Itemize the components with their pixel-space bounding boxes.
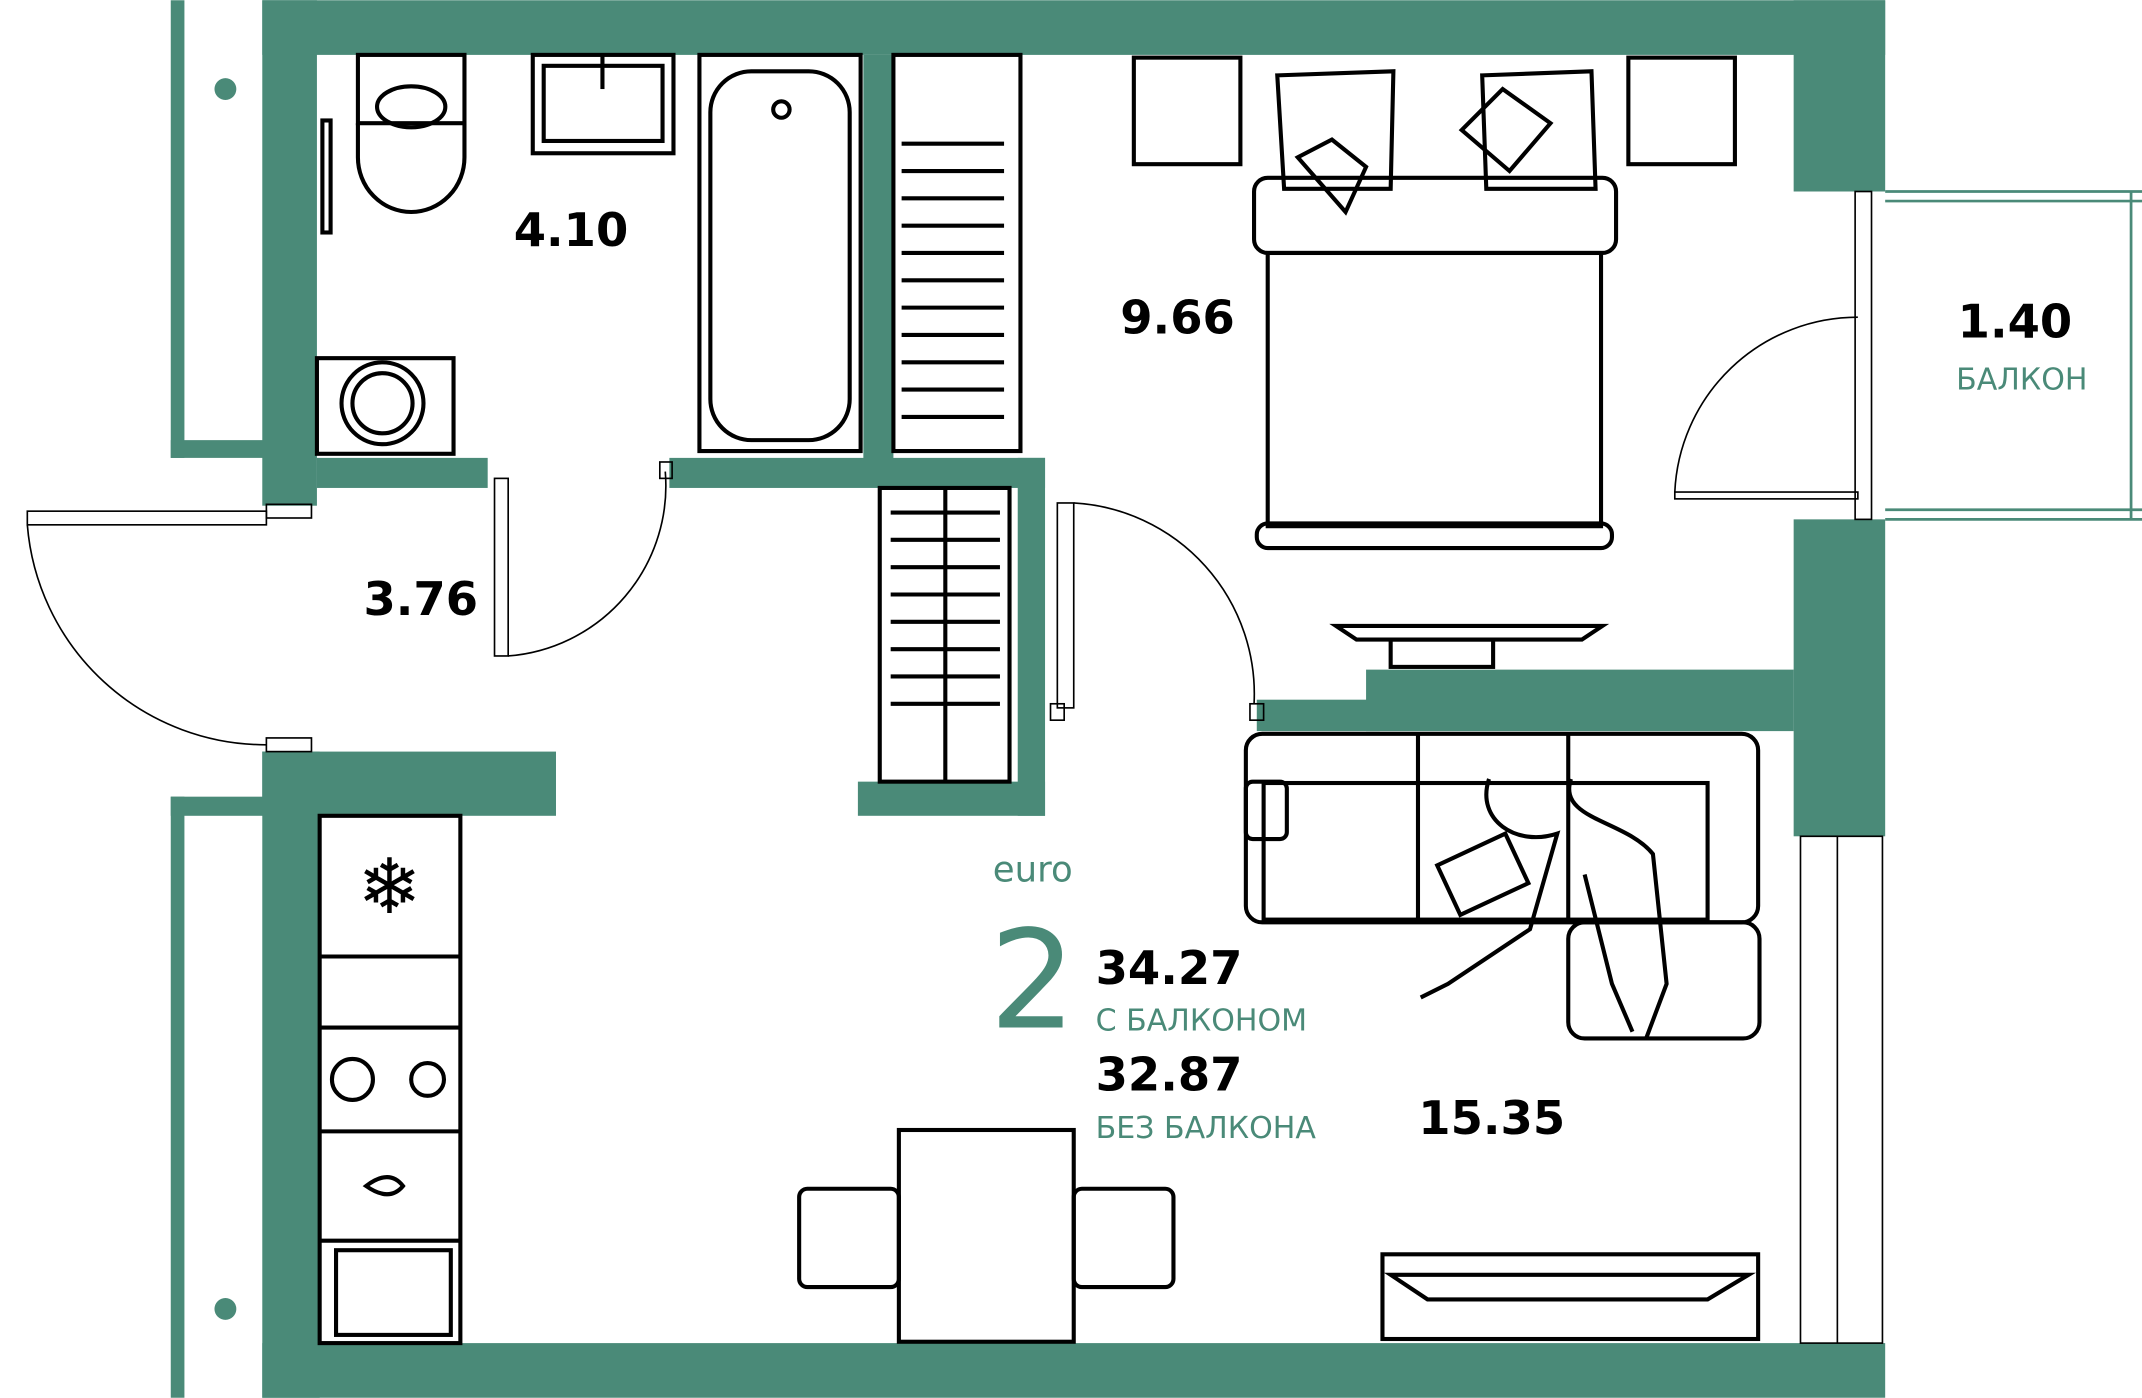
bathroom-fixtures — [314, 52, 863, 456]
snowflake-icon: ❄ — [357, 843, 421, 932]
area-without-balcony: 32.87 — [1096, 1047, 1243, 1101]
area-with-balcony: 34.27 — [1096, 941, 1243, 995]
bathroom-area: 4.10 — [514, 203, 629, 257]
balcony-area: 1.40 — [1958, 295, 2073, 349]
walls — [170, 0, 1886, 1398]
balcony-outline — [1799, 190, 2142, 1344]
with-balcony-label: С БАЛКОНОМ — [1096, 1003, 1307, 1038]
kitchen-counter: ❄ — [317, 813, 463, 1346]
balcony-label: БАЛКОН — [1956, 363, 2087, 398]
doors — [26, 316, 1859, 753]
dining-table — [797, 1127, 1176, 1344]
tv-stand-living — [1380, 1252, 1761, 1342]
wardrobes — [877, 52, 1023, 784]
bedroom-area: 9.66 — [1120, 291, 1235, 345]
bed — [1131, 55, 1737, 669]
room-count: 2 — [989, 902, 1076, 1061]
hallway-area: 3.76 — [363, 572, 478, 626]
type-label: euro — [993, 849, 1073, 890]
sofa — [1243, 731, 1762, 1041]
without-balcony-label: БЕЗ БАЛКОНА — [1096, 1111, 1317, 1146]
living-area: 15.35 — [1418, 1091, 1565, 1145]
